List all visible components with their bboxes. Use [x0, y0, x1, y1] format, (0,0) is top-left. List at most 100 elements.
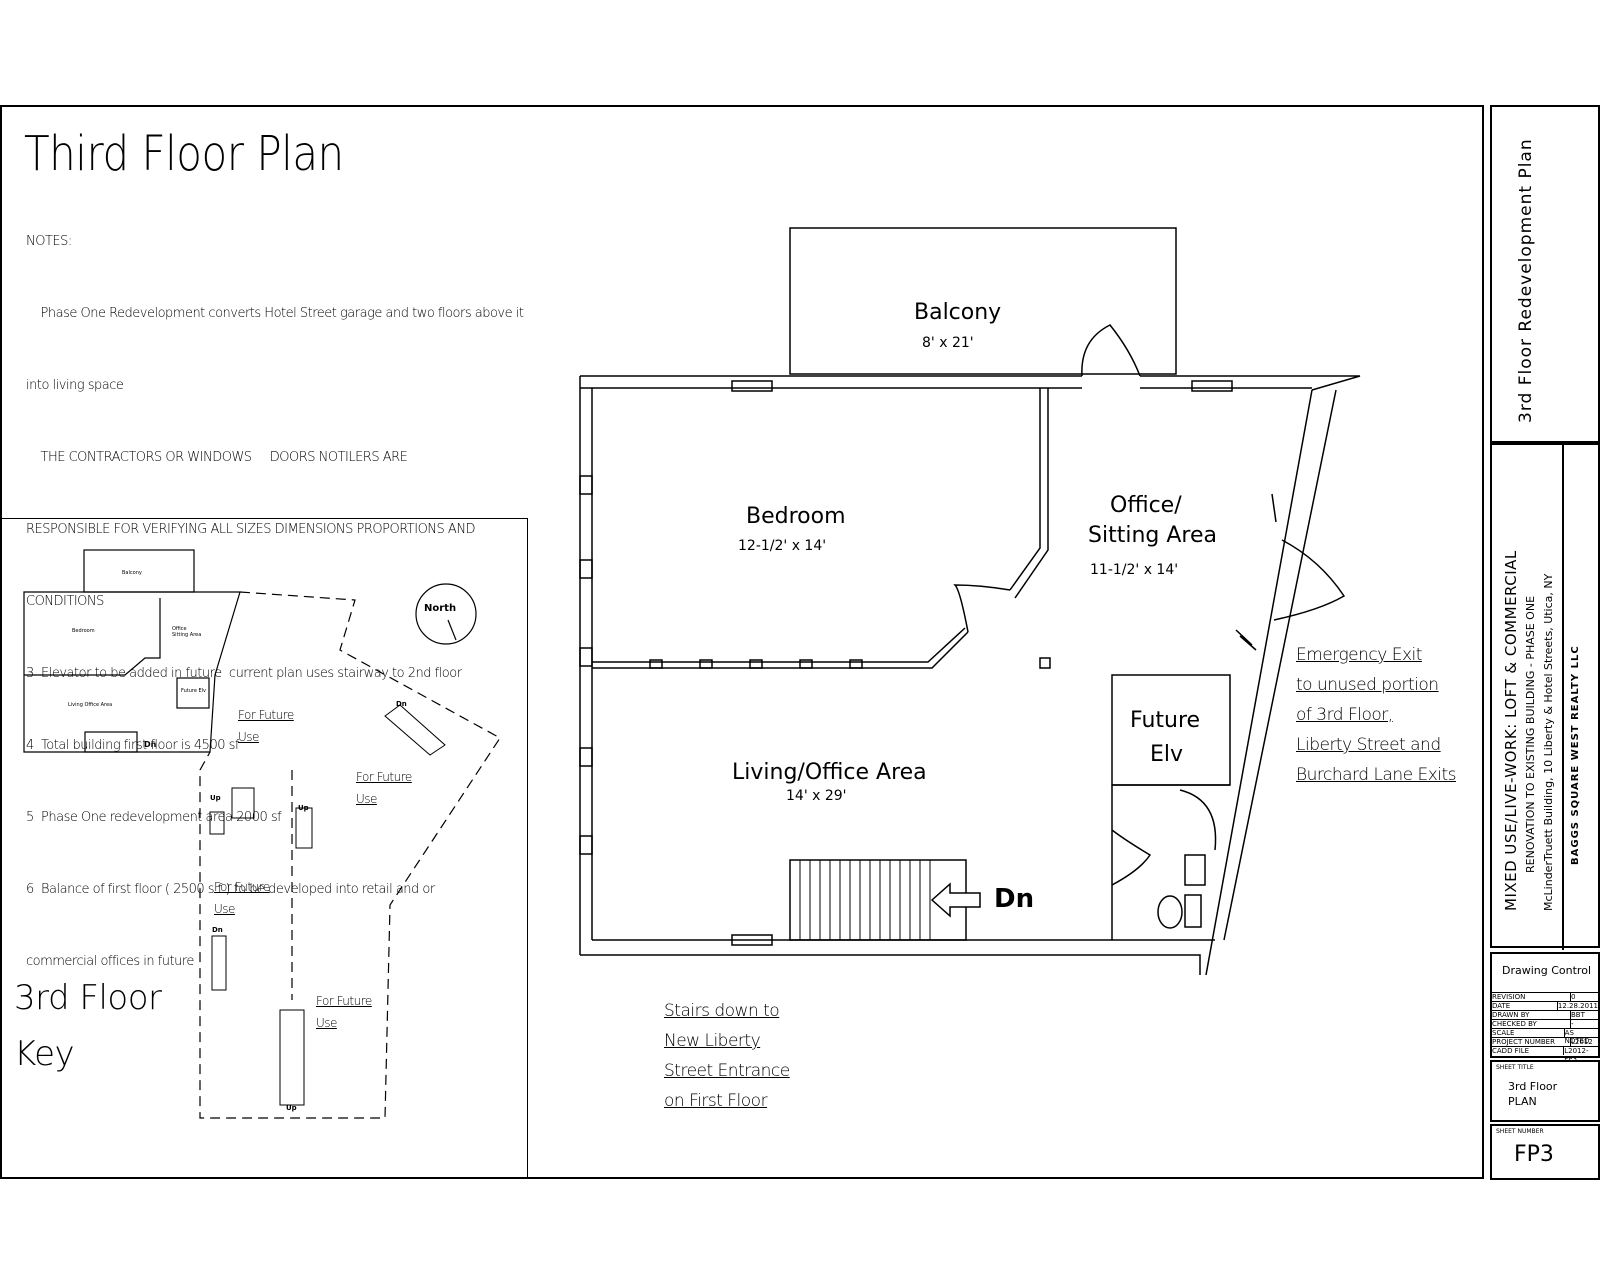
sheet-title-label: SHEET TITLE [1496, 1064, 1534, 1071]
row-key: SCALE [1492, 1029, 1565, 1037]
key-title-line: Key [14, 1034, 75, 1074]
key-title: 3rd Floor Key [14, 970, 162, 1082]
key-plan-frame [0, 518, 528, 1179]
balcony-label: Balcony [914, 300, 1002, 325]
row-key: REVISION [1492, 993, 1571, 1001]
balcony-size: 8' x 21' [922, 335, 974, 351]
titleblock-sheet-title-vertical: 3rd Floor Redevelopment Plan [1490, 105, 1600, 443]
future-use-line: For Future [356, 770, 412, 784]
drawing-control-label: Drawing Control [1502, 964, 1591, 977]
annotation-line: of 3rd Floor, [1296, 705, 1393, 725]
page-title: Third Floor Plan [24, 125, 344, 182]
elevator-label: Future [1130, 708, 1201, 733]
living-size: 14' x 29' [786, 788, 847, 804]
emergency-exit-note: Emergency Exit to unused portion of 3rd … [1296, 640, 1457, 790]
table-row: CHECKED BY- [1492, 1019, 1598, 1028]
note-line: 6 Balance of first floor ( 2500 s f ) to… [26, 882, 435, 897]
row-key: CADD FILE [1492, 1047, 1565, 1055]
row-value: L2012-FP3 [1564, 1047, 1589, 1063]
note-line: NOTES: [26, 234, 72, 249]
annotation-line: Street Entrance [664, 1061, 790, 1081]
stairs-down-label: Dn [994, 884, 1035, 914]
row-value: L2012 [1571, 1038, 1593, 1046]
future-use-line: For Future [238, 708, 294, 722]
north-label: North [424, 603, 457, 614]
key-dn-label: Dn [212, 926, 223, 934]
row-key: DATE [1492, 1002, 1558, 1010]
key-room-label: Future Elv [181, 688, 207, 694]
key-up-label: Up [298, 804, 309, 812]
future-use-line: Use [356, 792, 377, 806]
key-up-label: Up [210, 794, 221, 802]
row-value: - [1571, 1020, 1574, 1028]
annotation-line: New Liberty [664, 1031, 761, 1051]
sheet-number-label: SHEET NUMBER [1496, 1128, 1544, 1135]
arrow-icon [930, 882, 981, 918]
titleblock-sheet-title: SHEET TITLE 3rd Floor PLAN [1490, 1060, 1600, 1122]
future-use-line: For Future [316, 994, 372, 1008]
note-line: CONDITIONS [26, 594, 104, 609]
project-line: McLinderTruett Building, 10 Liberty & Ho… [1542, 573, 1555, 911]
annotation-line: to unused portion [1296, 675, 1439, 695]
key-room-label: Balcony [122, 570, 142, 576]
office-label-2: Sitting Area [1088, 523, 1217, 548]
row-key: DRAWN BY [1492, 1011, 1571, 1019]
balcony-outline [789, 227, 1177, 375]
key-title-line: 3rd Floor [14, 978, 162, 1018]
titleblock-project: MIXED USE/LIVE-WORK: LOFT & COMMERCIAL R… [1490, 443, 1600, 950]
future-use-line: Use [238, 730, 259, 744]
annotation-line: Stairs down to [664, 1001, 780, 1021]
notes-block: NOTES: Phase One Redevelopment converts … [26, 182, 524, 998]
owner-name: BAGGS SQUARE WEST REALTY LLC [1570, 645, 1581, 865]
key-room-label: Office Sitting Area [172, 626, 202, 638]
living-label: Living/Office Area [732, 760, 927, 785]
sheet-title-line: 3rd Floor [1508, 1080, 1558, 1093]
office-label: Office/ [1110, 493, 1182, 518]
future-use-line: For Future [214, 880, 270, 894]
row-value: 12.28.2011 [1557, 1002, 1598, 1010]
future-use-line: Use [214, 902, 235, 916]
key-room-label: Living Office Area [68, 702, 113, 708]
sheet-number: FP3 [1514, 1142, 1554, 1167]
annotation-line: on First Floor [664, 1091, 768, 1111]
note-line: 4 Total building first floor is 4500 sf [26, 738, 239, 753]
future-use-line: Use [316, 1016, 337, 1030]
note-line: commercial offices in future [26, 954, 194, 969]
row-key: CHECKED BY [1492, 1020, 1571, 1028]
sheet-title-vertical: 3rd Floor Redevelopment Plan [1516, 138, 1536, 423]
note-line: Phase One Redevelopment converts Hotel S… [26, 306, 524, 321]
office-size: 11-1/2' x 14' [1090, 562, 1179, 578]
titleblock-sheet-number: SHEET NUMBER FP3 [1490, 1124, 1600, 1180]
key-dn-label: Dn [396, 700, 407, 708]
note-line: into living space [26, 378, 124, 393]
bedroom-size: 12-1/2' x 14' [738, 538, 827, 554]
row-value: 0 [1571, 993, 1576, 1001]
key-up-label: Up [286, 1104, 297, 1112]
note-line: RESPONSIBLE FOR VERIFYING ALL SIZES DIME… [26, 522, 476, 537]
annotation-line: Emergency Exit [1296, 645, 1422, 665]
stairs-note: Stairs down to New Liberty Street Entran… [664, 996, 790, 1116]
elevator-label-2: Elv [1150, 742, 1184, 767]
key-room-label: Bedroom [72, 628, 95, 634]
row-value: BBT [1571, 1011, 1585, 1019]
row-key: PROJECT NUMBER [1492, 1038, 1571, 1046]
project-line: MIXED USE/LIVE-WORK: LOFT & COMMERCIAL [1502, 550, 1520, 911]
sheet-title-line: PLAN [1508, 1095, 1537, 1108]
annotation-line: Liberty Street and [1296, 735, 1441, 755]
divider [1562, 445, 1564, 950]
annotation-line: Burchard Lane Exits [1296, 765, 1457, 785]
project-line: RENOVATION TO EXISTING BUILDING - PHASE … [1524, 595, 1537, 873]
bedroom-label: Bedroom [746, 504, 846, 529]
